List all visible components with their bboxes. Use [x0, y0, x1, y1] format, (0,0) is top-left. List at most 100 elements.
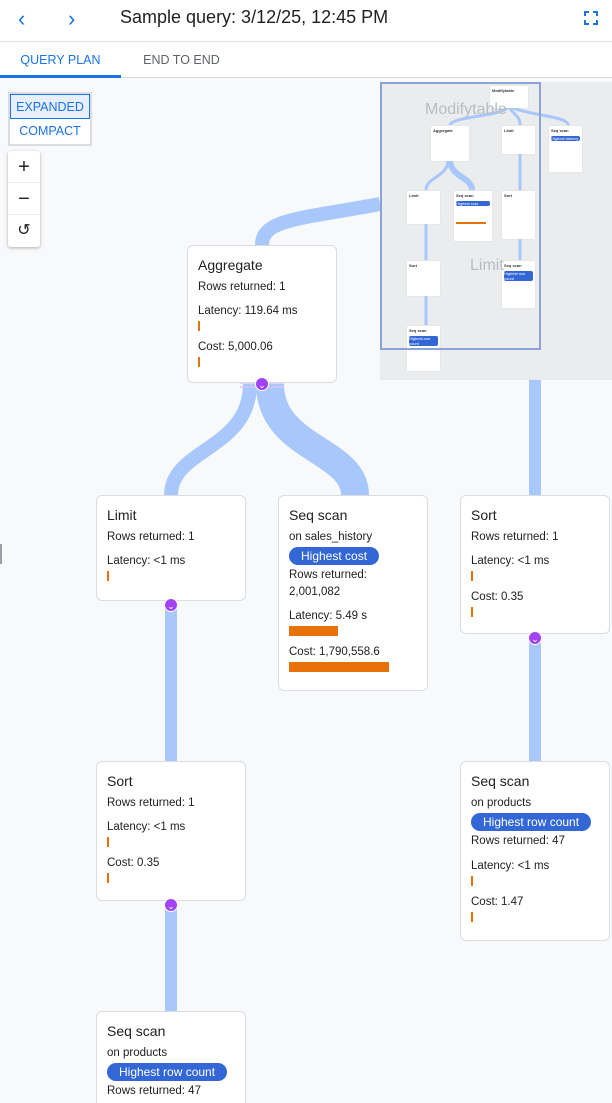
zoom-out-button[interactable]: − — [8, 183, 40, 215]
cost-bar — [471, 911, 473, 922]
forward-button[interactable]: › — [68, 6, 76, 31]
cost-bar — [471, 606, 473, 617]
table-name: on sales_history — [289, 530, 373, 543]
plan-links — [164, 197, 541, 1011]
view-toggle: EXPANDED COMPACT — [8, 92, 92, 146]
minimap-node-title: Seq scan — [409, 328, 427, 333]
table-name: on products — [471, 796, 532, 809]
minimap-bar — [456, 222, 486, 224]
minimap-node-title: Seq scan — [504, 263, 522, 268]
minimap-node-title: Limit — [504, 128, 514, 133]
highest-cost-badge: Highest cost — [289, 546, 380, 566]
zoom-in-button[interactable]: + — [8, 151, 40, 183]
minimap-node: Limit — [407, 191, 440, 224]
header: ‹ › Sample query: 3/12/25, 12:45 PM — [0, 0, 612, 42]
link-aggregate-limit — [164, 383, 257, 496]
expand-chevron-icon[interactable]: ⌄ — [255, 377, 269, 391]
page-title: Sample query: 3/12/25, 12:45 PM — [120, 7, 389, 27]
minimap-node-title: Aggregate — [433, 128, 453, 133]
minimap-viewport[interactable] — [380, 82, 541, 350]
cost: Cost: 0.35 — [107, 856, 160, 869]
rows-returned: Rows returned: 1 — [107, 530, 195, 543]
minimap-node: Aggregate — [431, 126, 469, 161]
node-title: Seq scan — [289, 507, 348, 523]
node-title: Seq scan — [107, 1023, 166, 1039]
latency-bar — [471, 875, 473, 886]
resize-handle[interactable] — [0, 544, 2, 564]
compact-button[interactable]: COMPACT — [19, 124, 81, 138]
node-title: Seq scan — [471, 773, 530, 789]
node-aggregate[interactable]: Aggregate Rows returned: 1 Latency: 119.… — [187, 245, 337, 383]
latency-bar — [198, 320, 200, 331]
minimap-node-title: Sort — [504, 193, 512, 198]
node-seq-scan-products-right[interactable]: Seq scan on products Highest row count R… — [460, 761, 610, 941]
minimap-badge: Highest latency — [551, 136, 580, 141]
node-seq-scan-sales-history[interactable]: Seq scan on sales_history Highest cost R… — [278, 495, 428, 691]
minimap-node-title: Modifytable — [492, 88, 515, 93]
minimap-node-title: Seq scan — [551, 128, 569, 133]
cost-bar — [289, 661, 389, 672]
reset-zoom-button[interactable]: ↺ — [17, 222, 31, 239]
tab-query-plan[interactable]: QUERY PLAN — [0, 42, 121, 78]
minimap-node: Limit — [502, 126, 535, 154]
bg-node-modifytable: Modifytable — [425, 101, 507, 118]
link-root-aggregate — [255, 197, 382, 246]
node-title: Sort — [471, 507, 497, 523]
latency: Latency: <1 ms — [107, 820, 186, 833]
rows-returned: Rows returned: 1 — [471, 530, 559, 543]
cost: Cost: 0.35 — [471, 590, 524, 603]
node-title: Aggregate — [198, 257, 263, 273]
rows-returned: Rows returned: — [289, 569, 367, 582]
minimap-badge: Highest row count — [504, 271, 533, 281]
minimap-node: Sort — [502, 191, 535, 239]
latency-bar — [471, 570, 473, 581]
minimap-node-title: Limit — [409, 193, 419, 198]
node-title: Sort — [107, 773, 133, 789]
minimap-node-title: Sort — [409, 263, 417, 268]
cost-bar — [107, 872, 109, 883]
minimap-node: Sort — [407, 261, 440, 296]
latency: Latency: 5.49 s — [289, 609, 367, 622]
expand-chevron-icon[interactable]: ⌄ — [164, 898, 178, 912]
highest-row-count-badge: Highest row count — [471, 812, 592, 832]
cost-bar — [198, 356, 200, 367]
cost: Cost: 5,000.06 — [198, 340, 273, 353]
node-seq-scan-products-bottom[interactable]: Seq scan on products Highest row count R… — [96, 1011, 246, 1103]
rows-returned: Rows returned: 47 — [107, 1085, 201, 1098]
expand-chevron-icon[interactable]: ⌄ — [528, 631, 542, 645]
rows-returned: Rows returned: 47 — [471, 835, 565, 848]
latency: Latency: <1 ms — [471, 554, 550, 567]
latency-bar — [107, 836, 109, 847]
expand-chevron-icon[interactable]: ⌄ — [164, 598, 178, 612]
node-limit[interactable]: Limit Rows returned: 1 Latency: <1 ms — [96, 495, 246, 601]
minimap-badge: Highest row count — [409, 336, 438, 346]
latency: Latency: 119.64 ms — [198, 304, 298, 317]
tab-end-to-end[interactable]: END TO END — [143, 53, 220, 67]
table-name: on products — [107, 1046, 168, 1059]
fullscreen-icon[interactable] — [584, 11, 598, 25]
rows-returned-value: 2,001,082 — [289, 585, 341, 598]
tab-bar: QUERY PLAN END TO END — [0, 42, 612, 78]
node-title: Limit — [107, 507, 137, 523]
node-sort-left[interactable]: Sort Rows returned: 1 Latency: <1 ms Cos… — [96, 761, 246, 901]
rows-returned: Rows returned: 1 — [107, 796, 195, 809]
latency-bar — [289, 625, 338, 636]
expanded-button[interactable]: EXPANDED — [10, 94, 90, 119]
zoom-controls: + − ↺ — [8, 151, 40, 247]
cost: Cost: 1,790,558.6 — [289, 645, 380, 658]
latency: Latency: <1 ms — [107, 554, 186, 567]
bg-node-limit: Limit — [470, 257, 504, 274]
node-sort-right[interactable]: Sort Rows returned: 1 Latency: <1 ms Cos… — [460, 495, 610, 634]
latency-bar — [107, 570, 109, 581]
link-aggregate-seqscan — [256, 382, 369, 497]
minimap-node: Modifytable — [490, 86, 528, 108]
back-button[interactable]: ‹ — [18, 6, 26, 31]
highest-row-count-badge: Highest row count — [107, 1062, 228, 1082]
latency: Latency: <1 ms — [471, 859, 550, 872]
minimap-node-title: Seq scan — [456, 193, 474, 198]
query-plan-canvas[interactable]: Modifytable Limit Aggregate Rows returne… — [0, 79, 612, 1103]
